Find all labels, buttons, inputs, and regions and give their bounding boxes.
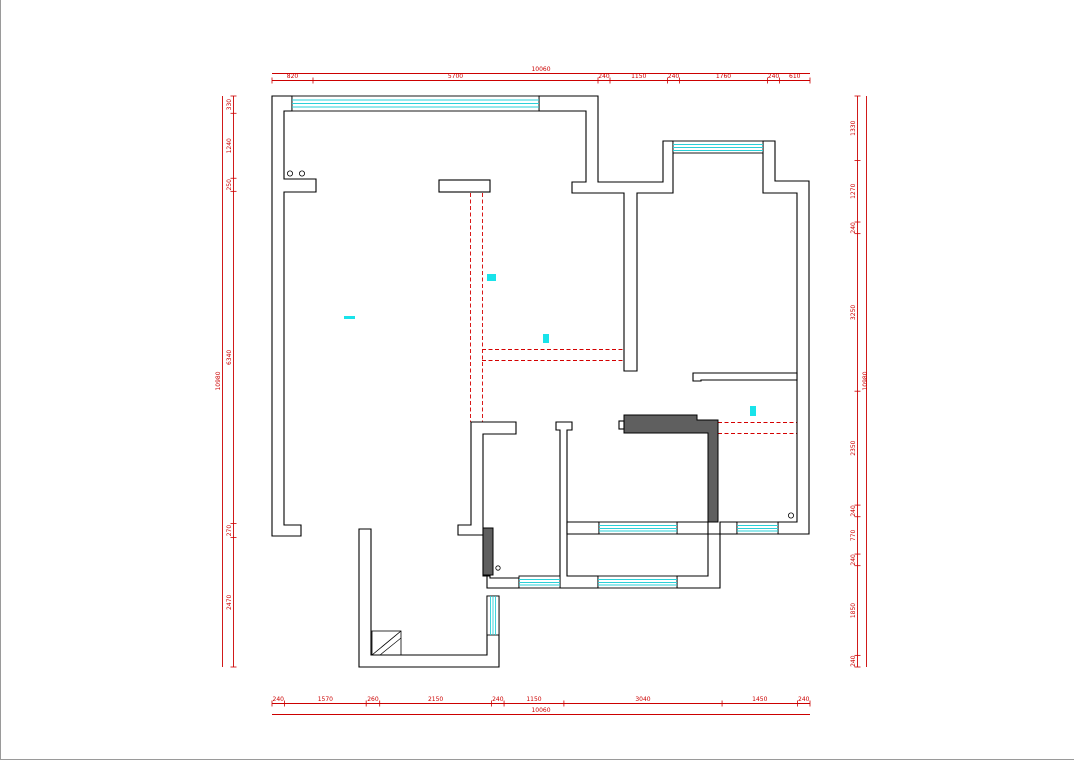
- dim-bottom-label: 240: [798, 696, 810, 703]
- dim-top-label: 1150: [631, 73, 646, 80]
- wall-door-stub: [555, 421, 599, 589]
- stair-fixture: [371, 630, 402, 656]
- dim-bottom-label: 1150: [526, 696, 541, 703]
- dim-left-label: 6340: [226, 350, 233, 365]
- dim-right-overall: 10980: [862, 371, 869, 390]
- fixtures: [286, 170, 795, 656]
- wall-top-right: [538, 95, 674, 372]
- wall-stub-right: [692, 372, 798, 382]
- dim-top-label: 1760: [716, 73, 731, 80]
- fixture-circle: [495, 565, 501, 571]
- wall-bottom-inner-3: [719, 521, 738, 535]
- wall-dark-cap: [618, 420, 625, 430]
- marker-rect: [487, 274, 496, 281]
- wall-bottom-inner: [566, 521, 600, 535]
- wall-left-upper: [271, 95, 317, 537]
- dim-top-label: 610: [789, 73, 801, 80]
- marker-rect: [543, 334, 549, 343]
- dim-right-label: 2350: [850, 440, 857, 455]
- dim-left-label: 270: [226, 525, 233, 537]
- dim-right-label: 240: [850, 554, 857, 566]
- dim-left-label: 2470: [226, 594, 233, 609]
- dim-left-label: 250: [226, 179, 233, 191]
- dim-right-label: 240: [850, 222, 857, 234]
- dimension-annotations: 820 5700 240 1150 240 1760 240 610 10060 240 1570 2…: [215, 66, 869, 715]
- dim-right-label: 1270: [850, 183, 857, 198]
- dim-bottom-label: 1570: [318, 696, 333, 703]
- dim-bottom-label: 1450: [752, 696, 767, 703]
- wall-bottom-inner-2: [676, 521, 709, 535]
- dim-bottom-label: 240: [492, 696, 504, 703]
- wall-dark-small: [482, 527, 494, 576]
- dim-bottom-label: 260: [367, 696, 379, 703]
- windows: [291, 95, 779, 636]
- fixture-circle: [286, 170, 293, 177]
- dim-bottom-label: 240: [273, 696, 285, 703]
- wall-bottom-room: [676, 533, 721, 589]
- dim-right-label: 3250: [850, 305, 857, 320]
- dim-left-label: 330: [226, 99, 233, 111]
- dim-left-label: 1240: [226, 138, 233, 153]
- wall-dark-L: [623, 414, 719, 523]
- dim-right-label: 240: [850, 655, 857, 667]
- dim-top-overall: 10060: [531, 66, 550, 73]
- dim-top-label: 240: [668, 73, 680, 80]
- dim-right-label: 1850: [850, 603, 857, 618]
- marker-rect: [344, 316, 355, 319]
- dim-right-label: 770: [850, 529, 857, 541]
- guide-lines: [470, 193, 797, 434]
- dim-top-label: 240: [598, 73, 610, 80]
- dim-bottom-overall: 10060: [531, 707, 550, 714]
- dim-right-label: 240: [850, 505, 857, 517]
- dim-bottom-label: 2150: [428, 696, 443, 703]
- dim-left-overall: 10980: [215, 371, 222, 390]
- dim-top-label: 820: [287, 73, 299, 80]
- fixture-circle: [298, 170, 305, 177]
- dim-bottom-label: 3040: [635, 696, 650, 703]
- wall-right-outer: [762, 140, 810, 535]
- fixture-circle: [788, 512, 795, 519]
- wall-bay: [358, 528, 500, 668]
- wall-column-center: [438, 179, 491, 193]
- dim-top-label: 240: [768, 73, 780, 80]
- dim-top-label: 5700: [448, 73, 463, 80]
- marker-rect: [750, 406, 756, 416]
- dim-right-label: 1330: [850, 120, 857, 135]
